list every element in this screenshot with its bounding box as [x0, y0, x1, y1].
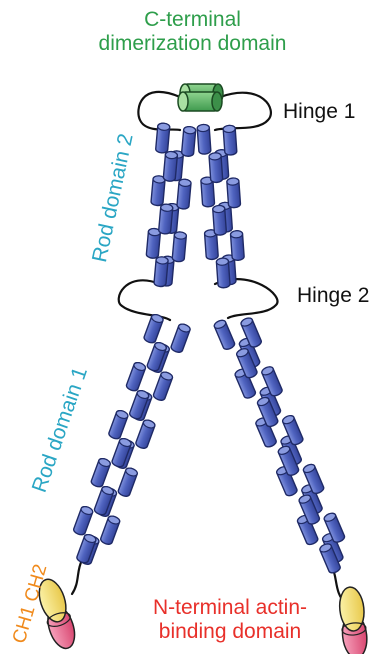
- rod-domain-1-right-strand-a: [213, 319, 344, 564]
- helix-cylinder: [209, 152, 223, 182]
- c-terminal-label: C-terminal dimerization domain: [0, 8, 385, 56]
- n-terminal-label-line1: N-terminal actin-: [126, 596, 334, 620]
- c-terminal-label-line1: C-terminal: [0, 8, 385, 32]
- helix-cylinder: [143, 313, 164, 344]
- helix-cylinder: [73, 505, 94, 536]
- helix-cylinder: [125, 361, 146, 392]
- helix-cylinder: [100, 515, 121, 546]
- helix-cylinder: [213, 319, 236, 351]
- hinge-1-right-loop: [215, 93, 271, 130]
- helix-cylinder: [197, 124, 211, 154]
- helix-cylinder: [181, 126, 196, 157]
- helix-cylinder: [170, 323, 191, 354]
- helix-cylinder: [155, 123, 170, 154]
- helix-cylinder: [213, 205, 227, 235]
- ch-domain-right: [338, 586, 369, 654]
- n-terminal-label-line2: binding domain: [126, 620, 334, 644]
- left-n-linker: [72, 560, 82, 594]
- n-terminal-label: N-terminal actin- binding domain: [126, 596, 334, 644]
- hinge-2-label: Hinge 2: [297, 284, 369, 308]
- helix-cylinder: [177, 179, 192, 210]
- helix-cylinder: [230, 230, 244, 260]
- helix-cylinder: [158, 204, 173, 235]
- helix-cylinder: [117, 467, 138, 498]
- helix-cylinder: [172, 232, 187, 263]
- c-terminal-label-line2: dimerization domain: [0, 32, 385, 56]
- helix-cylinder: [227, 178, 241, 208]
- helix-cylinder: [223, 125, 237, 155]
- hinge-1-label: Hinge 1: [283, 100, 355, 124]
- helix-cylinder: [216, 258, 230, 288]
- helix-cylinder: [163, 151, 178, 182]
- helix-cylinder: [90, 457, 111, 488]
- helix-cylinder: [135, 419, 156, 450]
- helix-cylinder: [151, 175, 166, 206]
- helix-cylinder: [108, 409, 129, 440]
- helix-cylinder: [154, 256, 169, 287]
- helix-cylinder: [152, 371, 173, 402]
- helix-cylinder: [146, 228, 161, 259]
- c-terminal-dimerization-domain: [178, 84, 223, 111]
